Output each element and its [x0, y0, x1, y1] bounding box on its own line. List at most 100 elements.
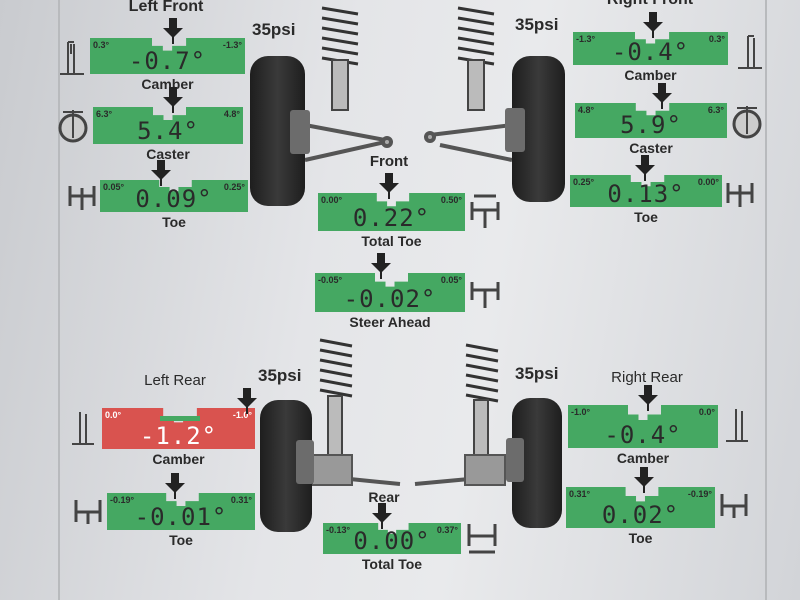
rr-toe-gauge: 0.31° -0.19° 0.02°Toe — [566, 467, 715, 546]
gauge-value: -1.2° — [139, 422, 218, 450]
gauge-value: -0.7° — [128, 47, 207, 75]
camber-diagram-icon — [726, 409, 748, 442]
gauge-max-label: 0.50° — [440, 195, 462, 205]
gauge-label: Caster — [146, 146, 190, 162]
gauge-value: 0.00° — [353, 527, 431, 555]
gauge-max-label: 0.0° — [698, 407, 715, 417]
rear-axle-icon — [311, 454, 513, 486]
gauge-max-label: 0.25° — [223, 182, 245, 192]
gauge-max-label: 0.37° — [436, 525, 458, 535]
gauge-max-label: 4.8° — [223, 109, 240, 119]
gauge-max-label: -0.19° — [687, 489, 712, 499]
lf-camber-gauge: 0.3° -1.3° -0.7°Camber — [90, 18, 245, 92]
gauge-min-label: 0.25° — [573, 177, 595, 187]
total-toe-diagram-icon — [470, 194, 500, 228]
gauge-max-label: 0.3° — [708, 34, 725, 44]
gauge-min-label: -1.0° — [571, 407, 591, 417]
gauge-label: Total Toe — [361, 556, 423, 572]
gauge-max-label: -1.3° — [222, 40, 242, 50]
lf-caster-gauge: 6.3° 4.8° 5.4°Caster — [93, 87, 243, 162]
rf-camber-gauge: -1.3° 0.3° -0.4°Camber — [573, 12, 728, 83]
gauge-max-label: 0.05° — [440, 275, 462, 285]
front-right-spring-icon — [457, 6, 495, 111]
front-title: Front — [369, 153, 409, 170]
gauge-value: -0.02° — [343, 285, 437, 313]
gauge-label: Camber — [616, 450, 670, 466]
toe-diagram-icon — [720, 494, 748, 518]
right-front-hub — [505, 108, 525, 152]
steer-ahead-gauge: -0.05° 0.05°-0.02°Steer Ahead — [315, 253, 465, 330]
gauge-value: 0.09° — [135, 185, 213, 213]
lr-camber-gauge: 0.0° -1.0° -1.2°Camber — [102, 388, 258, 467]
gauge-value: 5.9° — [620, 111, 682, 139]
rear-right-spring-icon — [465, 343, 499, 461]
gauge-max-label: 0.31° — [230, 495, 252, 505]
front-control-arms-icon — [304, 123, 513, 162]
gauge-label: Camber — [624, 67, 677, 83]
gauge-max-label: 0.00° — [697, 177, 719, 187]
tire-pressure-left-front: 35psi — [252, 20, 296, 39]
camber-diagram-icon — [72, 412, 94, 445]
gauge-min-label: 4.8° — [578, 105, 595, 115]
gauge-min-label: -1.3° — [576, 34, 596, 44]
rear-total-toe-diagram-icon — [467, 524, 497, 554]
front-total-toe-gauge: 0.00° 0.50° 0.22°Total Toe — [318, 173, 465, 249]
tire-pressure-right-front: 35psi — [515, 15, 559, 34]
lr-toe-gauge: -0.19° 0.31°-0.01°Toe — [107, 473, 255, 548]
paper-fold — [58, 0, 60, 600]
camber-diagram-icon — [60, 41, 84, 75]
left-front-hub — [290, 110, 310, 154]
gauge-min-label: 0.3° — [93, 40, 110, 50]
right-rear-title: Right Rear — [611, 369, 683, 386]
left-front-title: Left Front — [128, 0, 204, 15]
gauge-label: Steer Ahead — [349, 314, 431, 330]
gauge-value: 0.02° — [601, 501, 680, 529]
left-rear-title: Left Rear — [144, 372, 206, 389]
front-left-spring-icon — [321, 6, 359, 111]
tire-pressure-left-rear: 35psi — [258, 366, 302, 385]
gauge-value: 5.4° — [137, 117, 199, 145]
right-front-title: Right Front — [607, 0, 693, 9]
gauge-min-label: -0.05° — [318, 275, 343, 285]
gauge-min-label: -0.13° — [326, 525, 351, 535]
rear-left-spring-icon — [319, 338, 353, 457]
gauge-label: Toe — [169, 532, 193, 548]
gauge-value: 0.22° — [352, 204, 431, 232]
gauge-max-label: 6.3° — [707, 105, 724, 115]
spec-range-marker — [160, 416, 200, 422]
rf-toe-gauge: 0.25° 0.00° 0.13°Toe — [570, 155, 722, 225]
toe-diagram-icon — [726, 183, 754, 207]
gauge-min-label: 6.3° — [96, 109, 113, 119]
gauge-label: Caster — [629, 140, 673, 156]
gauge-value: 0.13° — [607, 180, 685, 208]
paper-fold — [765, 0, 767, 600]
gauge-label: Total Toe — [361, 233, 422, 249]
gauge-max-label: -1.0° — [232, 410, 252, 420]
gauge-label: Camber — [152, 451, 205, 467]
toe-diagram-icon — [68, 186, 96, 210]
gauge-min-label: 0.31° — [569, 489, 591, 499]
rf-caster-gauge: 4.8° 6.3° 5.9°Caster — [575, 83, 727, 156]
gauge-label: Toe — [628, 530, 653, 546]
gauge-label: Toe — [634, 209, 658, 225]
rear-total-toe-gauge: -0.13° 0.37° 0.00°Total Toe — [323, 503, 461, 572]
gauge-value: -0.4° — [611, 38, 690, 66]
camber-diagram-icon — [738, 35, 762, 69]
gauge-min-label: -0.19° — [110, 495, 135, 505]
steer-ahead-diagram-icon — [470, 282, 500, 308]
caster-diagram-icon — [732, 106, 762, 139]
gauge-min-label: 0.05° — [103, 182, 125, 192]
caster-diagram-icon — [58, 110, 88, 143]
toe-diagram-icon — [74, 500, 102, 524]
gauge-min-label: 0.00° — [321, 195, 343, 205]
rr-camber-gauge: -1.0° 0.0° -0.4°Camber — [568, 385, 718, 466]
rear-title: Rear — [368, 489, 400, 505]
left-rear-hub — [296, 440, 314, 484]
gauge-label: Toe — [162, 214, 186, 230]
right-rear-hub — [506, 438, 524, 482]
gauge-value: -0.4° — [604, 421, 682, 449]
gauge-value: -0.01° — [134, 503, 228, 531]
gauge-min-label: 0.0° — [105, 410, 122, 420]
gauge-label: Camber — [141, 76, 194, 92]
